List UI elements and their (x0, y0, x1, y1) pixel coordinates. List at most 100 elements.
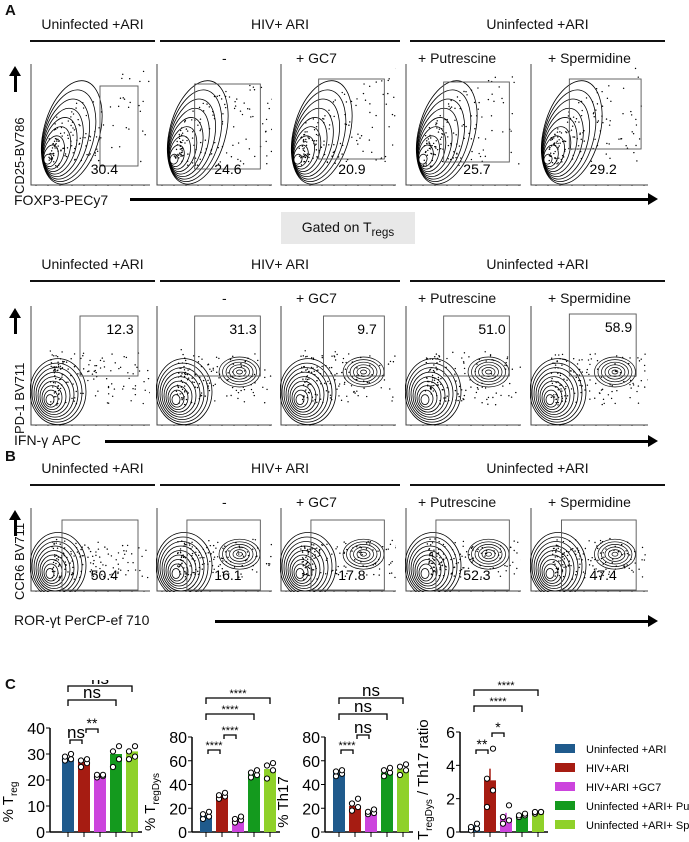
event-dot (622, 87, 625, 90)
event-dot (117, 563, 119, 565)
y-tick-label: 0 (178, 825, 187, 842)
event-dot (89, 139, 91, 142)
contour (41, 89, 97, 182)
event-dot (621, 554, 623, 556)
event-dot (54, 123, 56, 125)
event-dot (431, 379, 434, 381)
event-dot (183, 373, 186, 375)
event-dot (366, 395, 368, 398)
event-dot (440, 148, 442, 150)
event-dot (436, 120, 438, 122)
event-dot (202, 379, 205, 382)
event-dot (312, 400, 314, 402)
event-dot (429, 369, 431, 371)
significance-label: **** (489, 696, 507, 708)
event-dot (589, 379, 591, 381)
gated-sub: regs (371, 225, 395, 239)
event-dot (458, 395, 460, 398)
panel-label-c: C (5, 676, 16, 693)
event-dot (244, 360, 247, 363)
event-dot (557, 136, 559, 138)
contour (222, 541, 257, 567)
event-dot (72, 383, 74, 385)
event-dot (178, 372, 180, 374)
event-dot (366, 381, 369, 384)
contour (541, 98, 590, 180)
event-dot (635, 118, 637, 121)
event-dot (199, 557, 201, 559)
contour (530, 532, 587, 592)
significance-label: ** (87, 715, 98, 731)
condition-label: + Putrescine (418, 290, 497, 306)
legend-label: HIV+ARI (586, 763, 629, 775)
event-dot (565, 385, 567, 388)
event-dot (240, 389, 242, 392)
event-dot (125, 127, 128, 129)
event-dot (94, 152, 96, 154)
event-dot (637, 357, 639, 359)
event-dot (575, 376, 577, 379)
event-dot (212, 544, 215, 547)
event-dot (640, 379, 643, 382)
event-dot (320, 572, 322, 574)
event-dot (59, 378, 62, 381)
event-dot (387, 363, 390, 365)
contour (478, 364, 499, 380)
event-dot (123, 385, 125, 388)
event-dot (268, 107, 270, 110)
event-dot (548, 159, 550, 162)
event-dot (301, 557, 304, 559)
gate-percentage: 30.4 (91, 161, 118, 177)
event-dot (299, 155, 301, 157)
event-dot (315, 149, 318, 151)
event-dot (468, 356, 470, 358)
event-dot (95, 371, 97, 374)
contour (604, 364, 626, 380)
event-dot (231, 386, 234, 389)
event-dot (487, 98, 490, 101)
event-dot (232, 355, 234, 358)
event-dot (178, 566, 180, 568)
condition-label: - (222, 50, 227, 66)
event-dot (88, 370, 90, 372)
event-dot (643, 559, 646, 561)
event-dot (566, 379, 568, 381)
data-point (364, 808, 372, 815)
event-dot (126, 544, 129, 547)
event-dot (117, 572, 119, 575)
event-dot (392, 396, 394, 398)
event-dot (634, 67, 637, 70)
event-dot (201, 358, 203, 360)
event-dot (375, 159, 377, 161)
event-dot (60, 126, 63, 129)
event-dot (434, 154, 436, 156)
event-dot (428, 561, 430, 563)
event-dot (467, 567, 470, 569)
event-dot (551, 138, 553, 140)
event-dot (464, 556, 467, 558)
contour (416, 385, 438, 410)
event-dot (450, 558, 452, 561)
event-dot (582, 553, 585, 555)
contour (281, 362, 333, 423)
event-dot (470, 158, 473, 161)
event-dot (551, 377, 553, 380)
event-dot (637, 76, 639, 78)
event-dot (425, 361, 427, 364)
event-dot (428, 126, 431, 129)
event-dot (368, 139, 371, 141)
contour (467, 356, 510, 388)
event-dot (557, 372, 559, 375)
event-dot (306, 153, 309, 155)
y-tick-label: 40 (302, 778, 320, 795)
event-dot (338, 383, 341, 385)
event-dot (107, 553, 110, 555)
event-dot (209, 368, 211, 370)
event-dot (484, 387, 487, 389)
event-dot (479, 155, 482, 158)
event-dot (65, 155, 68, 158)
contour (474, 544, 503, 565)
event-dot (554, 575, 556, 577)
event-dot (487, 396, 490, 399)
contour (161, 371, 201, 418)
